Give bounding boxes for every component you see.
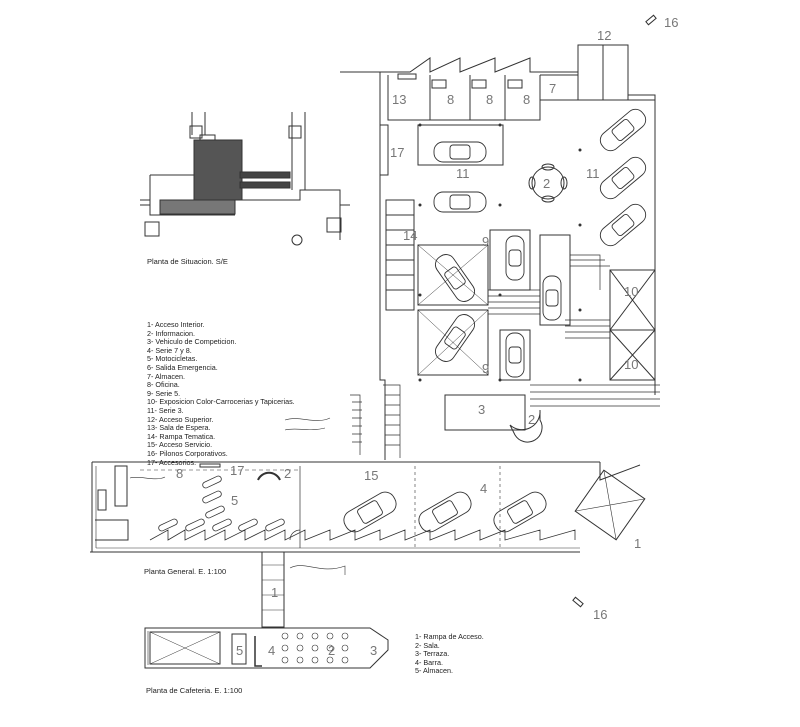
- zone-number: 2: [328, 643, 335, 658]
- legend-item: 2- Sala.: [415, 640, 440, 650]
- legend-item: 5- Almacen.: [415, 666, 453, 676]
- zone-number: 11: [456, 166, 470, 181]
- zone-number: 5: [231, 493, 238, 508]
- zone-number: 8: [486, 92, 493, 107]
- legend-item: 13- Sala de Espera.: [147, 423, 211, 433]
- cars-upper: [433, 108, 647, 378]
- zone-number: 9: [482, 361, 489, 376]
- zone-numbers: 16 12 13 8 8 8 7 17 11 2 11 14 9 10 10 9…: [176, 15, 678, 658]
- zone-number: 11: [586, 166, 600, 181]
- signature-mark: [289, 565, 346, 575]
- general-caption: Planta General. E. 1:100: [144, 567, 227, 576]
- zone-number: 8: [447, 92, 454, 107]
- legend-item: 12- Acceso Superior.: [147, 414, 214, 424]
- zone-number: 2: [543, 176, 550, 191]
- legend-item: 17- Accesorios.: [147, 457, 197, 467]
- legend-item: 1- Rampa de Acceso.: [415, 632, 484, 641]
- zone-number: 2: [528, 412, 535, 427]
- zone-number: 1: [634, 536, 641, 551]
- legend-item: 5- Motocicletas.: [147, 354, 198, 364]
- zone-number: 3: [478, 402, 485, 417]
- situation-plan: [140, 112, 350, 246]
- zone-number: 16: [593, 607, 607, 622]
- zone-number: 5: [236, 643, 243, 658]
- zone-number: 10: [624, 357, 638, 372]
- zone-number: 2: [284, 466, 291, 481]
- zone-number: 16: [664, 15, 678, 30]
- zone-number: 13: [392, 92, 406, 107]
- zone-number: 7: [549, 81, 556, 96]
- legend-item: 3- Vehiculo de Competicion.: [147, 337, 237, 347]
- legend-item: 9- Serie 5.: [147, 388, 181, 398]
- signature-mark: [284, 417, 331, 431]
- legend-item: 4- Serie 7 y 8.: [147, 345, 192, 355]
- zone-number: 10: [624, 284, 638, 299]
- legend-item: 4- Barra.: [415, 657, 443, 667]
- zone-number: 15: [364, 468, 378, 483]
- general-legend: 1- Acceso Interior. 2- Informacion. 3- V…: [147, 320, 295, 467]
- zone-number: 9: [482, 234, 489, 249]
- legend-item: 7- Almacen.: [147, 371, 185, 381]
- legend-item: 11- Serie 3.: [147, 405, 184, 415]
- legend-item: 6- Salida Emergencia.: [147, 362, 218, 372]
- legend-item: 2- Informacion.: [147, 328, 195, 338]
- situation-caption: Planta de Situacion. S/E: [147, 257, 228, 266]
- legend-item: 14- Rampa Tematica.: [147, 431, 216, 441]
- zone-number: 14: [403, 228, 417, 243]
- zone-number: 8: [523, 92, 530, 107]
- signature-mark: [129, 476, 166, 480]
- zone-number: 1: [271, 585, 278, 600]
- legend-item: 10- Exposicion Color-Carrocerias y Tapic…: [147, 397, 295, 407]
- cafeteria-plan: [144, 627, 389, 669]
- zone-number: 17: [230, 463, 244, 478]
- cafeteria-legend: 1- Rampa de Acceso. 2- Sala. 3- Terraza.…: [415, 632, 484, 676]
- pylon-icon: [645, 14, 657, 26]
- legend-item: 1- Acceso Interior.: [147, 320, 205, 329]
- pylon-icon: [572, 596, 584, 608]
- zone-number: 3: [370, 643, 377, 658]
- legend-item: 8- Oficina.: [147, 380, 180, 390]
- zone-number: 4: [480, 481, 487, 496]
- zone-number: 17: [390, 145, 404, 160]
- legend-item: 15- Acceso Servicio.: [147, 440, 213, 450]
- zone-number: 8: [176, 466, 183, 481]
- zone-number: 12: [597, 28, 611, 43]
- legend-item: 16- Pilonos Corporativos.: [147, 448, 228, 458]
- main-plan-lower: [90, 461, 646, 628]
- cafeteria-caption: Planta de Cafeteria. E. 1:100: [146, 686, 243, 695]
- main-plan-upper: [340, 44, 660, 460]
- zone-number: 4: [268, 643, 275, 658]
- legend-item: 3- Terraza.: [415, 649, 450, 659]
